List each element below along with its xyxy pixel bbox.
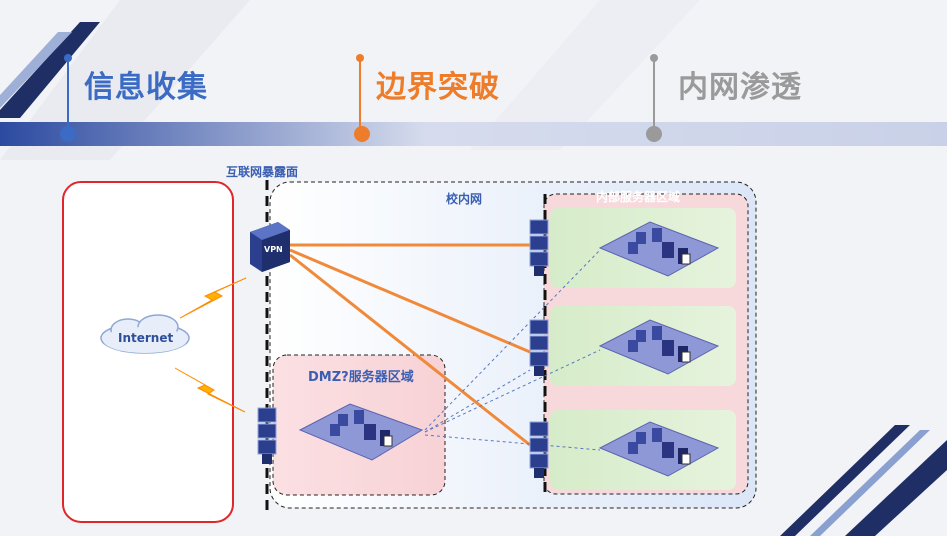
step-boundary-breakthrough: 边界突破 (376, 70, 500, 105)
switch-stack-icon (529, 319, 549, 376)
server-cluster-icon (598, 421, 720, 477)
vpn-links (289, 243, 531, 447)
lightning-icon (179, 277, 247, 319)
vpn-device-label: VPN (264, 245, 283, 254)
step-intranet-penetration: 内网渗透 (678, 70, 802, 105)
server-cluster-icon (598, 319, 720, 375)
switch-stack-icon (529, 421, 549, 478)
internet-cloud-label: Internet (118, 331, 174, 345)
campus-network-label: 校内网 (446, 192, 483, 206)
step-info-gathering: 信息收集 (84, 70, 208, 105)
exposure-surface-label: 互联网暴露面 (226, 165, 299, 179)
cloud-icon (100, 314, 190, 354)
switch-stack-icon (257, 407, 277, 464)
dmz-links (424, 249, 601, 451)
vpn-device-icon (250, 222, 290, 272)
internal-server-zone-label: 内部服务器区域 (596, 190, 681, 204)
server-cluster-icon (298, 403, 424, 461)
lightning-icon (174, 367, 246, 413)
switch-stack-icon (529, 219, 549, 276)
dmz-zone-label: DMZ?服务器区域 (308, 370, 414, 385)
server-cluster-icon (598, 221, 720, 277)
